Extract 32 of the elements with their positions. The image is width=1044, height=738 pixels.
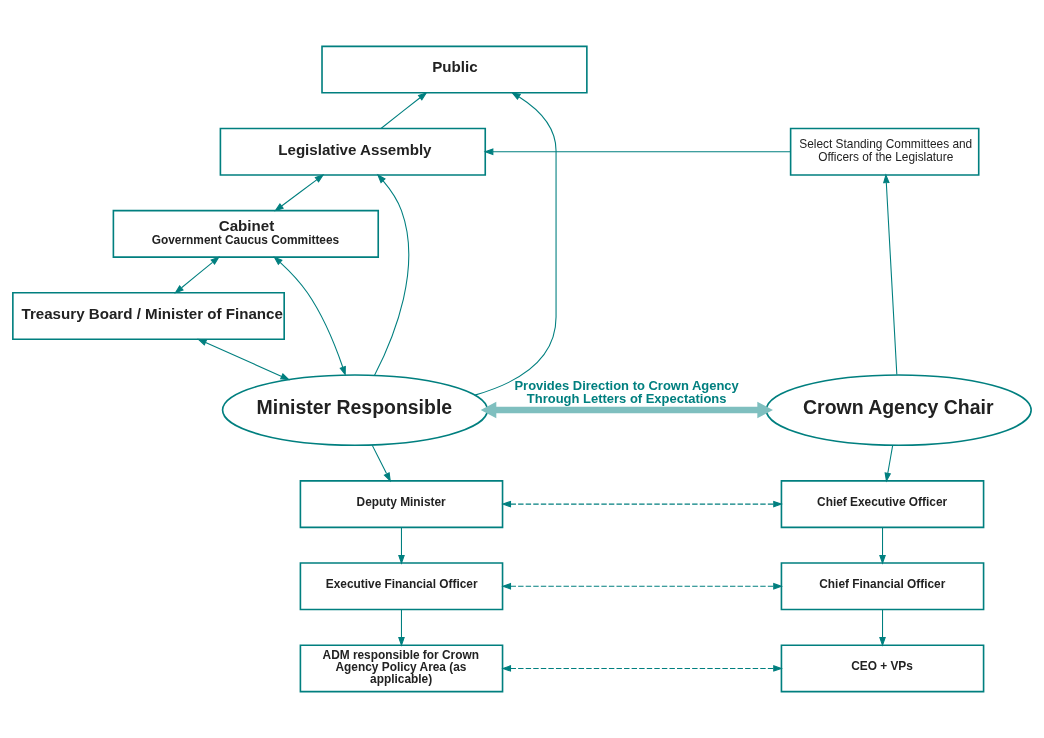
node-box: Select Standing Committees and Officers of the Legislature bbox=[789, 127, 980, 176]
arrow bbox=[274, 174, 325, 212]
arrow bbox=[174, 256, 220, 294]
arrow bbox=[380, 91, 428, 129]
node-box: Chief Financial Officer bbox=[780, 562, 985, 611]
node-box: Cabinet Government Caucus Committees bbox=[112, 209, 380, 258]
arrow bbox=[273, 256, 346, 377]
node-box: Treasury Board / Minister of Finance bbox=[12, 292, 285, 341]
arrow bbox=[398, 526, 405, 565]
node-box: Executive Financial Officer bbox=[299, 562, 504, 611]
arrow bbox=[197, 338, 291, 381]
arrow bbox=[474, 92, 557, 396]
node-box: Chief Executive Officer bbox=[780, 480, 985, 529]
arrow bbox=[884, 444, 894, 483]
arrow bbox=[483, 148, 791, 156]
arrow bbox=[882, 173, 898, 376]
arrow bbox=[501, 665, 783, 672]
arrow bbox=[371, 444, 391, 483]
node-box: Public bbox=[321, 45, 588, 94]
node-ellipse: Crown Agency Chair bbox=[765, 374, 1032, 446]
arrow bbox=[879, 526, 886, 565]
arrow bbox=[501, 500, 783, 508]
node-box: ADM responsible for Crown Agency Policy Area (as applicable) bbox=[299, 644, 504, 693]
arrow bbox=[398, 609, 405, 647]
node-box: CEO + VPs bbox=[780, 644, 985, 693]
edge-label: Provides Direction to Crown Agency Through Letters of Expectations bbox=[514, 378, 739, 407]
arrow bbox=[480, 401, 773, 419]
arrow bbox=[501, 582, 783, 590]
arrow bbox=[879, 609, 886, 647]
arrow bbox=[374, 173, 410, 376]
node-box: Deputy Minister bbox=[299, 480, 504, 529]
node-box: Legislative Assembly bbox=[219, 127, 487, 176]
